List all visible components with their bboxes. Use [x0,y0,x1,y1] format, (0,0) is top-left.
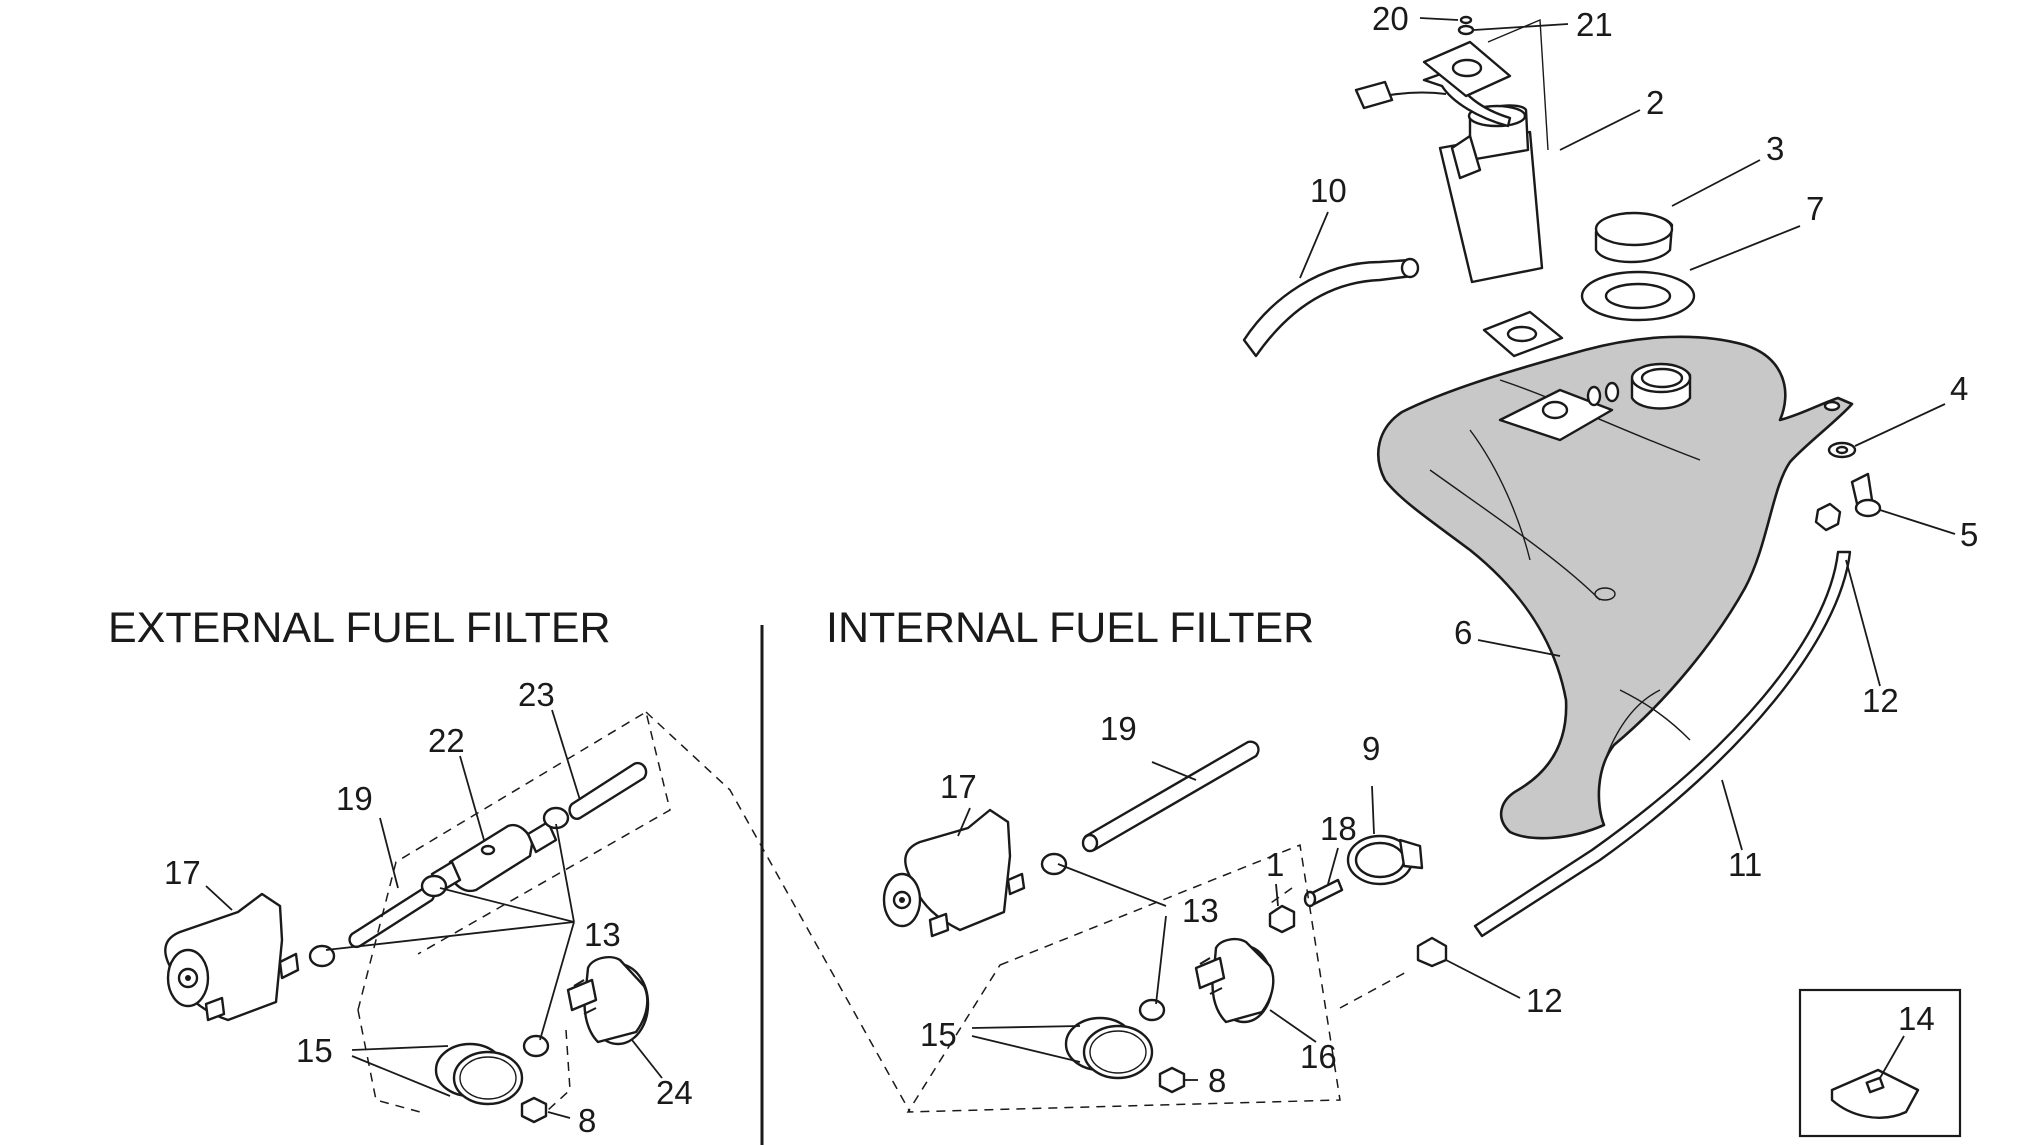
fuel-tank [1377,335,1854,840]
ext-callout-24: 24 [656,1074,693,1111]
callout-numbers: 20 21 2 3 7 10 4 5 6 12 11 12 9 18 1 16 … [164,0,1978,1139]
sender-screw-washer [1457,15,1475,36]
callout-1: 1 [1266,846,1284,883]
callout-6: 6 [1454,614,1472,651]
int-callout-13: 13 [1182,892,1219,929]
callout-2: 2 [1646,84,1664,121]
int-filter-assembly-outline [906,843,1341,1113]
ext-filter-assembly-outline [357,710,671,1011]
bracket-screw [1303,878,1344,908]
callout-12-lower: 12 [1526,982,1563,1019]
int-fuel-hose [1081,740,1260,853]
callout-16: 16 [1300,1038,1337,1075]
ext-fuel-pump [566,956,650,1046]
callout-7: 7 [1806,190,1824,227]
mount-washer [1827,441,1857,459]
callout-21: 21 [1576,6,1613,43]
ext-fuel-pump-bracket [164,892,300,1022]
int-fuel-pump-seal-rings [1064,1016,1154,1080]
mount-nut [1814,502,1842,532]
int-hose-clip-lower [1138,998,1166,1022]
ext-callout-8: 8 [578,1102,596,1139]
callout-18: 18 [1320,810,1357,847]
callout-4: 4 [1950,370,1968,407]
ext-fuel-pump-seal-rings [434,1042,524,1106]
int-fuel-pump-bracket [882,808,1026,938]
ext-fuel-filter [430,820,558,894]
mount-screw [1850,472,1882,518]
callout-10: 10 [1310,172,1347,209]
callout-5: 5 [1960,516,1978,553]
clip-detail-box [1798,988,1962,1138]
ext-pump-nut [520,1096,548,1124]
callout-12-upper: 12 [1862,682,1899,719]
hose-clamp-large [1346,834,1424,886]
bracket-nut [1268,904,1296,934]
callout-3: 3 [1766,130,1784,167]
fuel-cap [1594,211,1674,264]
ext-fuel-hose-long [568,761,648,820]
callout-9: 9 [1362,730,1380,767]
fuel-level-sender [1354,18,1564,358]
int-fuel-pump [1194,937,1275,1024]
ext-callout-15: 15 [296,1032,333,1069]
int-callout-15: 15 [920,1016,957,1053]
heading-external-fuel-filter: EXTERNAL FUEL FILTER [108,604,611,652]
vent-hose [1242,257,1420,358]
ext-fuel-hose-short [348,885,436,949]
ext-callout-19: 19 [336,780,373,817]
ext-hose-clips [308,806,570,1058]
int-callout-19: 19 [1100,710,1137,747]
leader-lines [205,17,1956,1119]
ext-callout-13: 13 [584,916,621,953]
heading-internal-fuel-filter: INTERNAL FUEL FILTER [826,604,1314,652]
drain-hose [1473,550,1852,938]
hose-nut [1416,936,1448,968]
callout-11: 11 [1728,846,1762,883]
callout-14: 14 [1898,1000,1935,1037]
int-pump-nut [1158,1066,1186,1094]
int-callout-8: 8 [1208,1062,1226,1099]
ext-callout-17: 17 [164,854,201,891]
ext-callout-23: 23 [518,676,555,713]
int-callout-17: 17 [940,768,977,805]
ext-callout-22: 22 [428,722,465,759]
int-hose-clip-upper [1040,852,1068,876]
callout-20: 20 [1372,0,1409,37]
filler-gasket-ring [1580,270,1696,322]
